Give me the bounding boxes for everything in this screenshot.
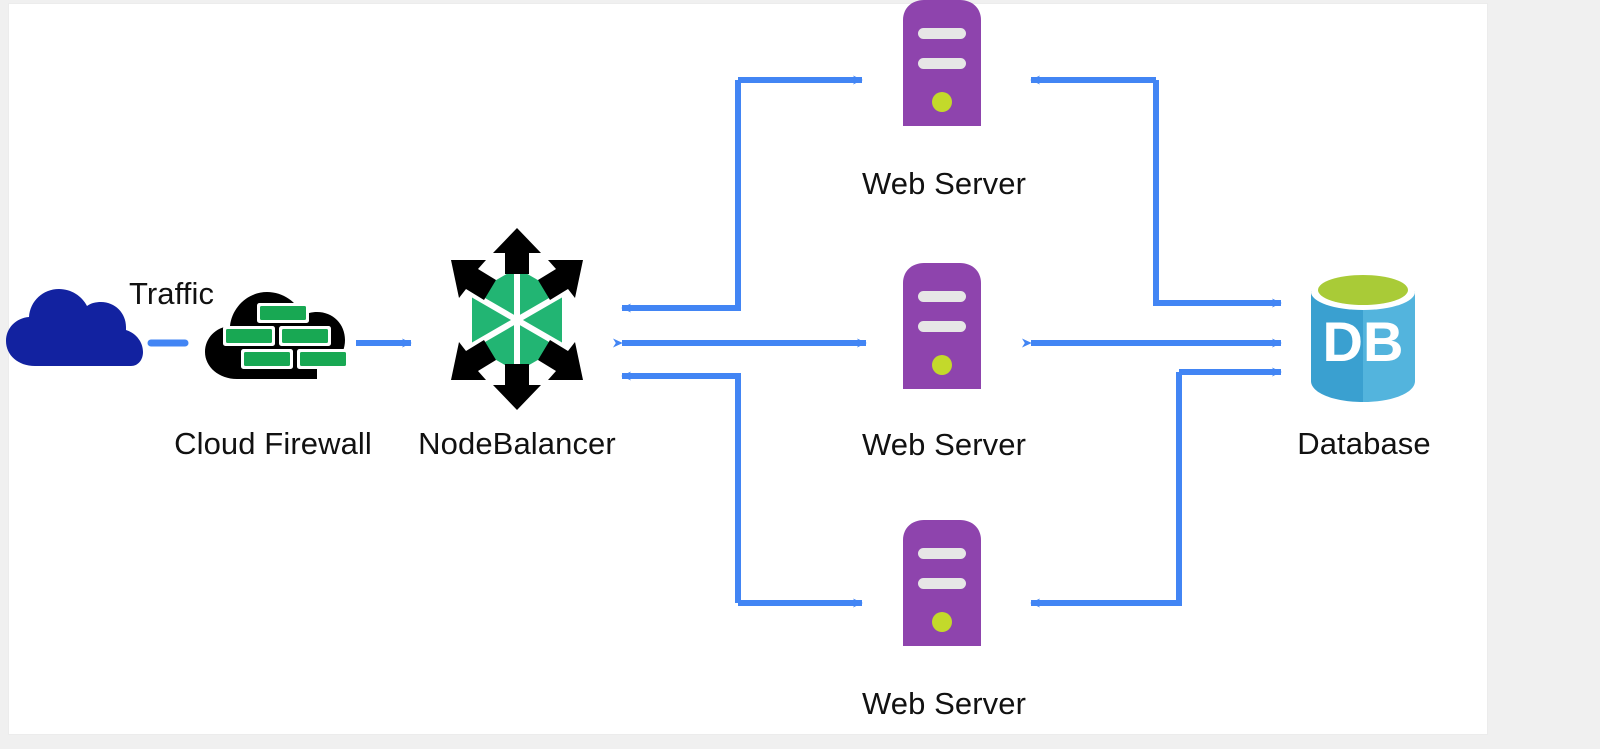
database-cylinder-icon: DB xyxy=(1311,274,1415,402)
cloud-firewall-node[interactable] xyxy=(201,286,349,384)
database-badge: DB xyxy=(1323,310,1404,373)
firewall-cloud-icon xyxy=(205,292,349,379)
nodebalancer-hexagon-icon xyxy=(451,228,583,410)
server-tower-icon xyxy=(903,0,981,126)
web-server-top-label: Web Server xyxy=(861,166,1027,201)
server-bar xyxy=(918,321,966,332)
status-led xyxy=(932,612,952,632)
web-server-middle-node[interactable] xyxy=(899,259,985,391)
server-bar xyxy=(918,291,966,302)
traffic-node[interactable] xyxy=(5,284,145,369)
cloud-icon xyxy=(6,289,143,366)
status-led xyxy=(932,92,952,112)
diagram-canvas: Traffic Cloud Firewall xyxy=(5,0,1488,735)
database-top-disc xyxy=(1318,275,1408,305)
web-server-middle-label: Web Server xyxy=(861,427,1027,462)
database-label: Database xyxy=(1297,426,1431,461)
edge-web-bottom-to-db-in xyxy=(1030,372,1182,608)
web-server-bottom-label: Web Server xyxy=(861,686,1027,721)
traffic-label: Traffic xyxy=(129,276,215,311)
outward-arrows xyxy=(451,228,583,410)
nodebalancer-node[interactable] xyxy=(429,226,605,412)
firewall-bricks xyxy=(223,303,349,369)
edge-web-top-to-db-out xyxy=(1153,80,1282,308)
server-tower-icon xyxy=(903,520,981,646)
server-bar xyxy=(918,58,966,69)
server-bar xyxy=(918,548,966,559)
web-server-top-node[interactable] xyxy=(899,0,985,128)
hexagon-core xyxy=(469,265,565,375)
edge-nb-to-web-top-in xyxy=(621,80,741,313)
nodebalancer-label: NodeBalancer xyxy=(418,426,616,461)
server-bar xyxy=(918,28,966,39)
cloud-firewall-label: Cloud Firewall xyxy=(174,426,372,461)
server-bar xyxy=(918,578,966,589)
web-server-bottom-node[interactable] xyxy=(899,516,985,648)
edge-nb-to-web-bottom-in xyxy=(621,371,741,603)
status-led xyxy=(932,355,952,375)
database-node[interactable]: DB xyxy=(1305,269,1421,409)
server-tower-icon xyxy=(903,263,981,389)
